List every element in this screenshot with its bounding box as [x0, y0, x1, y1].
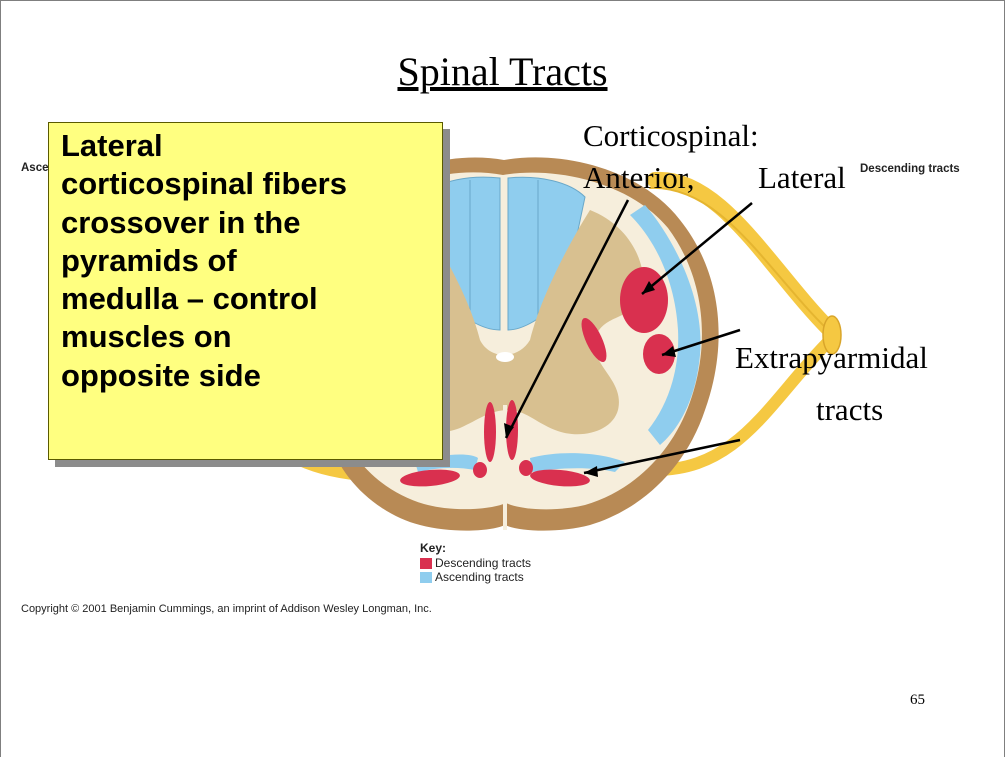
- extrapyramidal-label-line2: tracts: [816, 392, 883, 428]
- copyright-notice: Copyright © 2001 Benjamin Cummings, an i…: [21, 603, 432, 615]
- anterior-label: Anterior,: [583, 160, 695, 196]
- key-title: Key:: [420, 541, 531, 555]
- extrapyramidal-label: Extrapyarmidal: [735, 340, 928, 376]
- ascending-swatch: [420, 572, 432, 583]
- corticospinal-label: Corticospinal:: [583, 118, 759, 154]
- descending-swatch: [420, 558, 432, 569]
- callout-box: Lateral corticospinal fibers crossover i…: [48, 122, 443, 460]
- key-item-label: Descending tracts: [435, 556, 531, 570]
- callout-line: pyramids of: [61, 242, 442, 280]
- central-canal: [496, 352, 514, 362]
- tectospinal-tract-right: [519, 460, 533, 476]
- descending-tracts-label: Descending tracts: [860, 163, 960, 175]
- lateral-label: Lateral: [758, 160, 846, 196]
- callout-line: medulla – control: [61, 280, 442, 318]
- key-item-ascending: Ascending tracts: [420, 570, 531, 584]
- key-item-descending: Descending tracts: [420, 556, 531, 570]
- tectospinal-tract-left: [473, 462, 487, 478]
- ascending-tracts-label: Ascending tracts: [21, 162, 49, 174]
- callout-line: Lateral: [61, 127, 442, 165]
- key-item-label: Ascending tracts: [435, 570, 524, 584]
- callout-line: opposite side: [61, 357, 442, 395]
- diagram-key: Key: Descending tracts Ascending tracts: [420, 541, 531, 584]
- callout-line: muscles on: [61, 318, 442, 356]
- anterior-corticospinal-left: [484, 402, 496, 462]
- page-number: 65: [910, 692, 925, 709]
- callout-line: corticospinal fibers: [61, 165, 442, 203]
- callout-line: crossover in the: [61, 204, 442, 242]
